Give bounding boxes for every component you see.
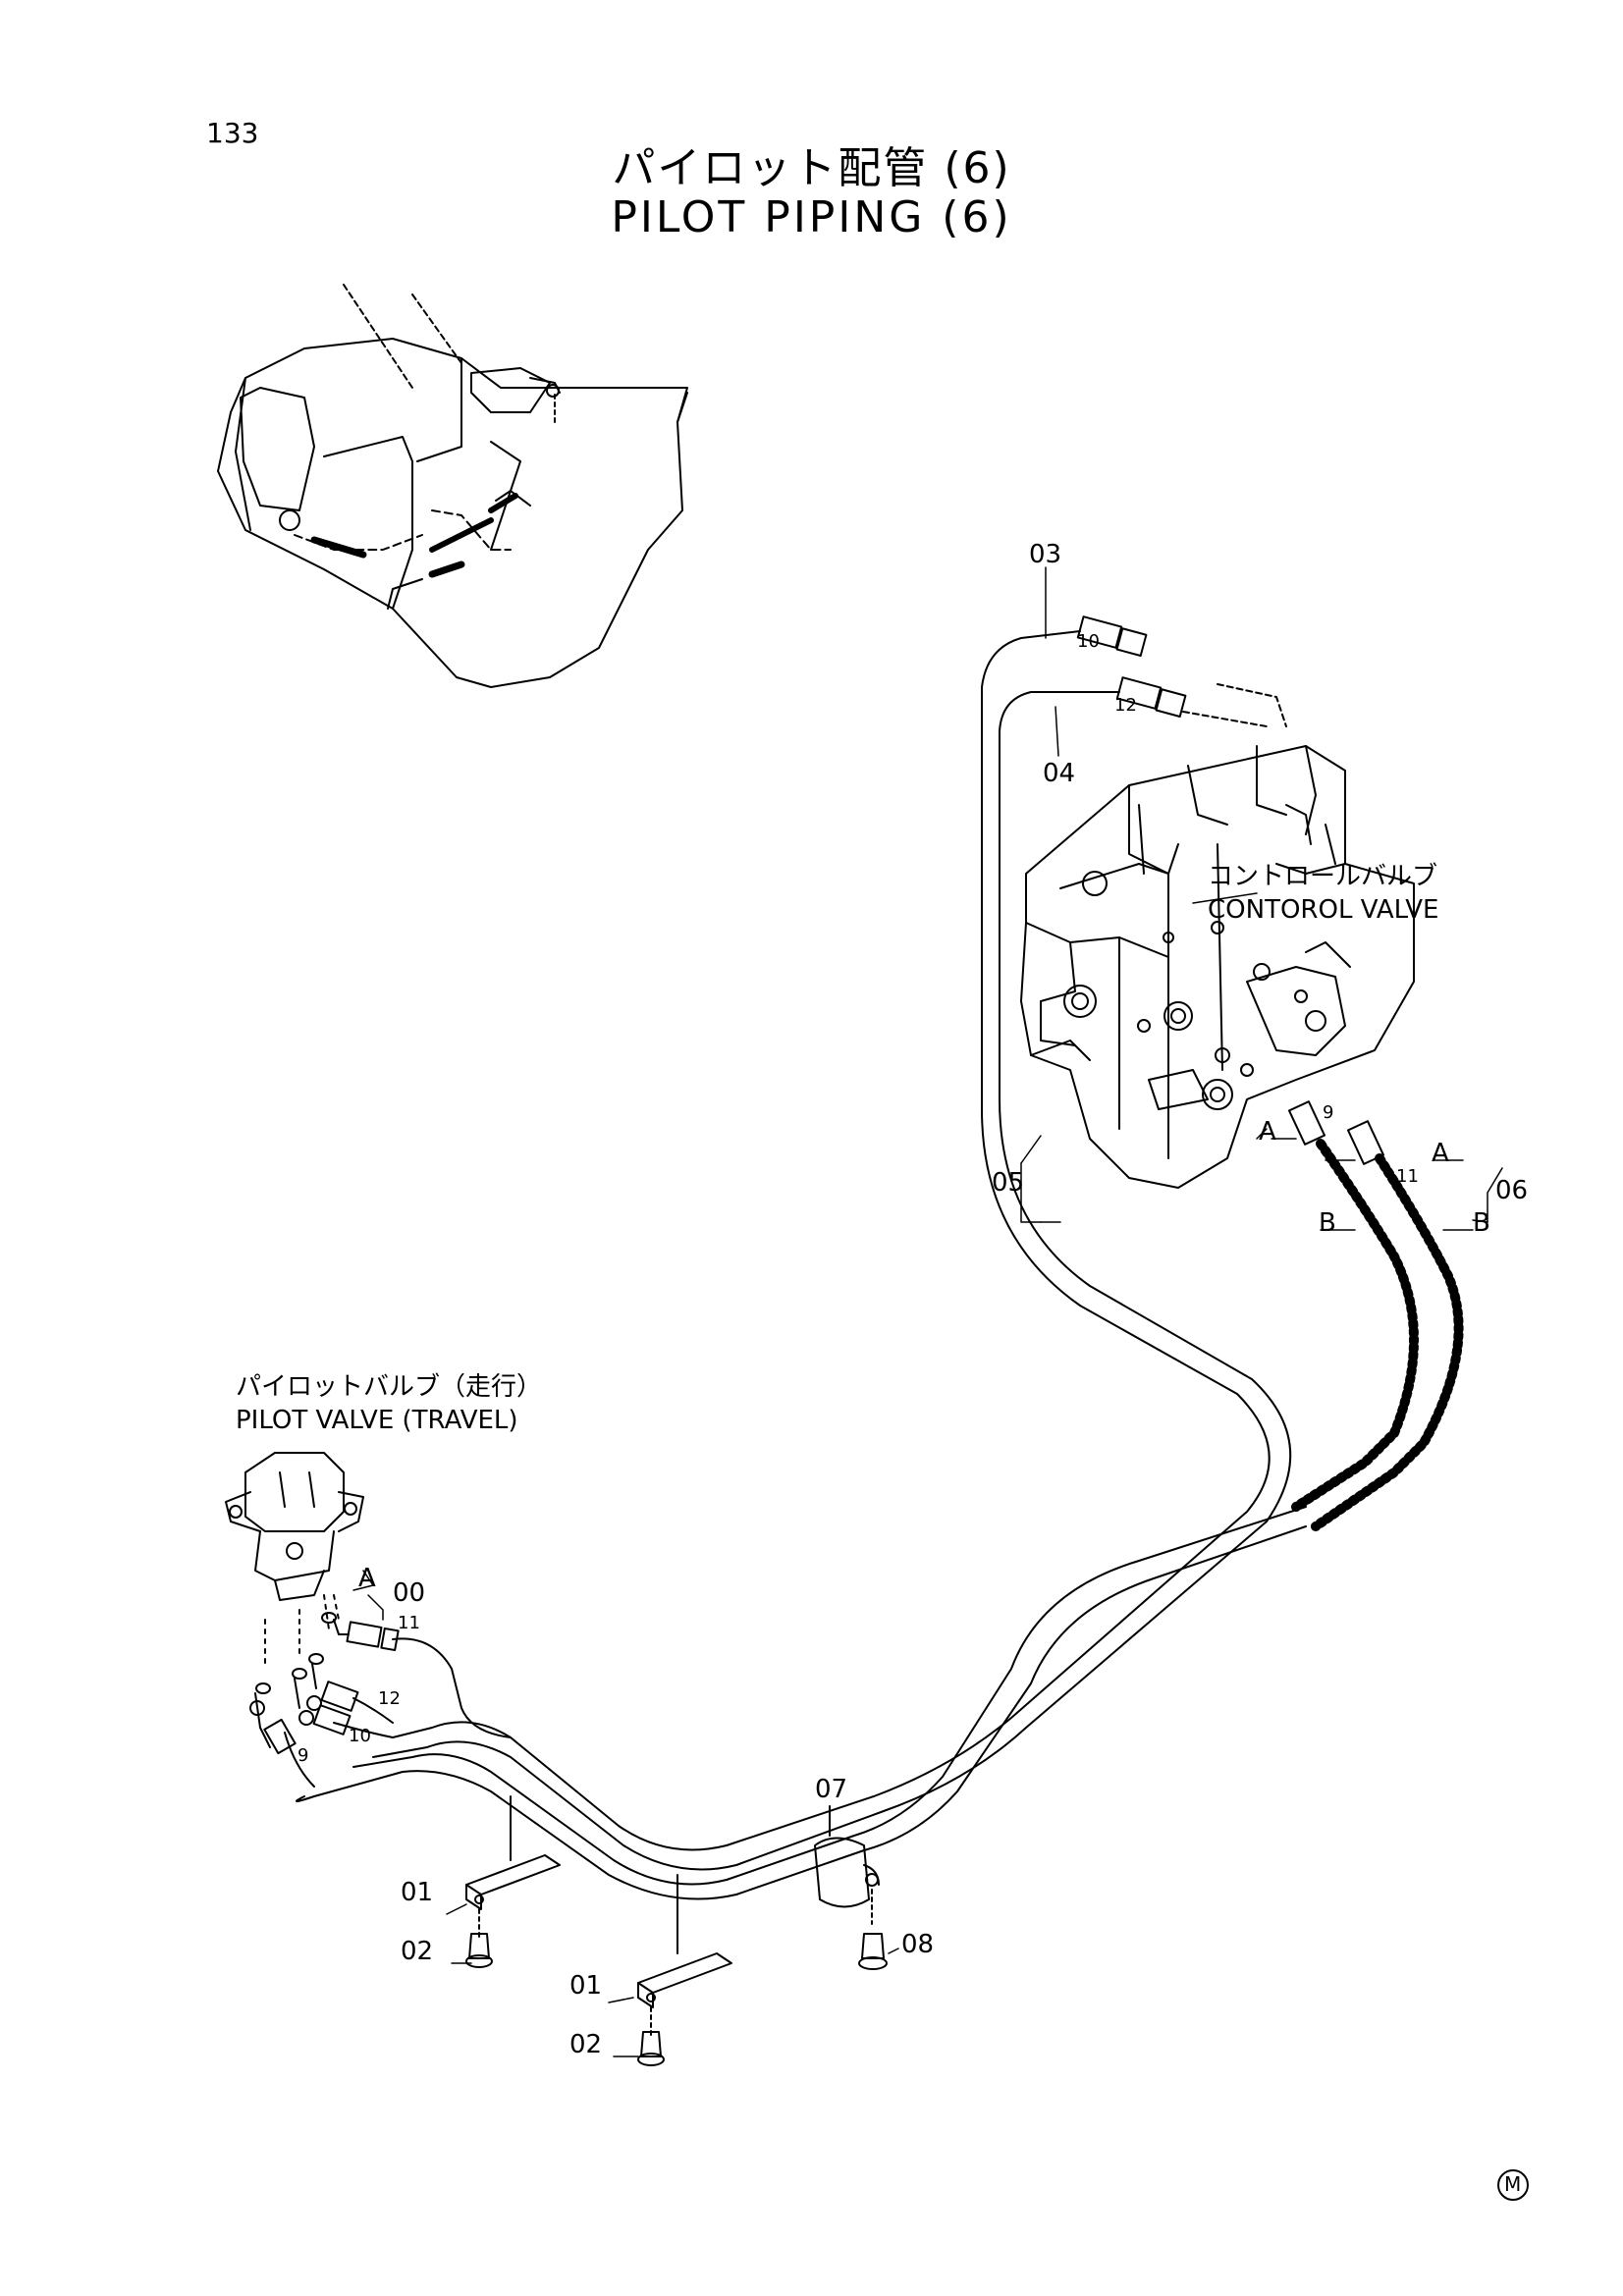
callout-02-second: 02 — [569, 2030, 603, 2059]
pilot-valve-label-jp: パイロットバルブ（走行） — [236, 1372, 543, 1402]
connection-a-left: A — [1259, 1117, 1276, 1147]
callout-07: 07 — [815, 1775, 848, 1804]
clamp-07-illustration — [814, 1805, 888, 1970]
callout-00: 00 — [393, 1578, 426, 1608]
pilot-valve-fittings — [249, 1594, 400, 1755]
control-valve-illustration — [1020, 745, 1415, 1189]
hose-end-9-right: 9 — [1323, 1102, 1334, 1123]
connection-b-left: B — [1319, 1208, 1336, 1238]
excavator-overview-illustration — [217, 284, 688, 688]
control-valve-label-jp: コントロールバルブ — [1208, 862, 1438, 891]
callout-08: 08 — [901, 1930, 935, 1959]
connection-a-pilot-valve: A — [358, 1564, 376, 1593]
callout-05: 05 — [992, 1168, 1025, 1198]
m-mark: M — [1504, 2172, 1522, 2196]
callout-01-first: 01 — [401, 1878, 434, 1907]
page-title-english: PILOT PIPING (6) — [611, 192, 1012, 242]
pilot-valve-label-en: PILOT VALVE (TRAVEL) — [236, 1406, 518, 1435]
page-title-japanese: パイロット配管 (6) — [612, 143, 1011, 193]
callout-leader-lines — [352, 566, 1503, 2057]
m-mark-circle — [1497, 2169, 1529, 2201]
connection-b-right: B — [1473, 1208, 1490, 1238]
callout-06: 06 — [1495, 1176, 1529, 1205]
hose-end-11-left: 11 — [398, 1613, 420, 1633]
brackets-and-bolts — [465, 1795, 732, 2066]
armored-hoses — [1291, 1139, 1464, 1531]
hose-end-12-left: 12 — [378, 1688, 401, 1709]
hose-end-10-top: 10 — [1077, 631, 1100, 652]
callout-03: 03 — [1029, 540, 1062, 569]
control-valve-upper-fittings — [1076, 615, 1287, 727]
hose-end-9-left: 9 — [298, 1745, 309, 1766]
pilot-valve-illustration — [225, 1452, 364, 1601]
callout-02-first: 02 — [401, 1937, 434, 1966]
hose-end-11-right: 11 — [1396, 1166, 1419, 1187]
callout-04: 04 — [1043, 759, 1076, 788]
page-number: 133 — [206, 117, 259, 149]
control-valve-label-en: CONTOROL VALVE — [1208, 895, 1439, 925]
hose-end-10-left: 10 — [349, 1726, 371, 1746]
callout-01-second: 01 — [569, 1971, 603, 2001]
hose-end-12-top: 12 — [1114, 695, 1137, 716]
pilot-pipe-bundle — [284, 630, 1307, 1900]
connection-a-right: A — [1432, 1139, 1449, 1168]
